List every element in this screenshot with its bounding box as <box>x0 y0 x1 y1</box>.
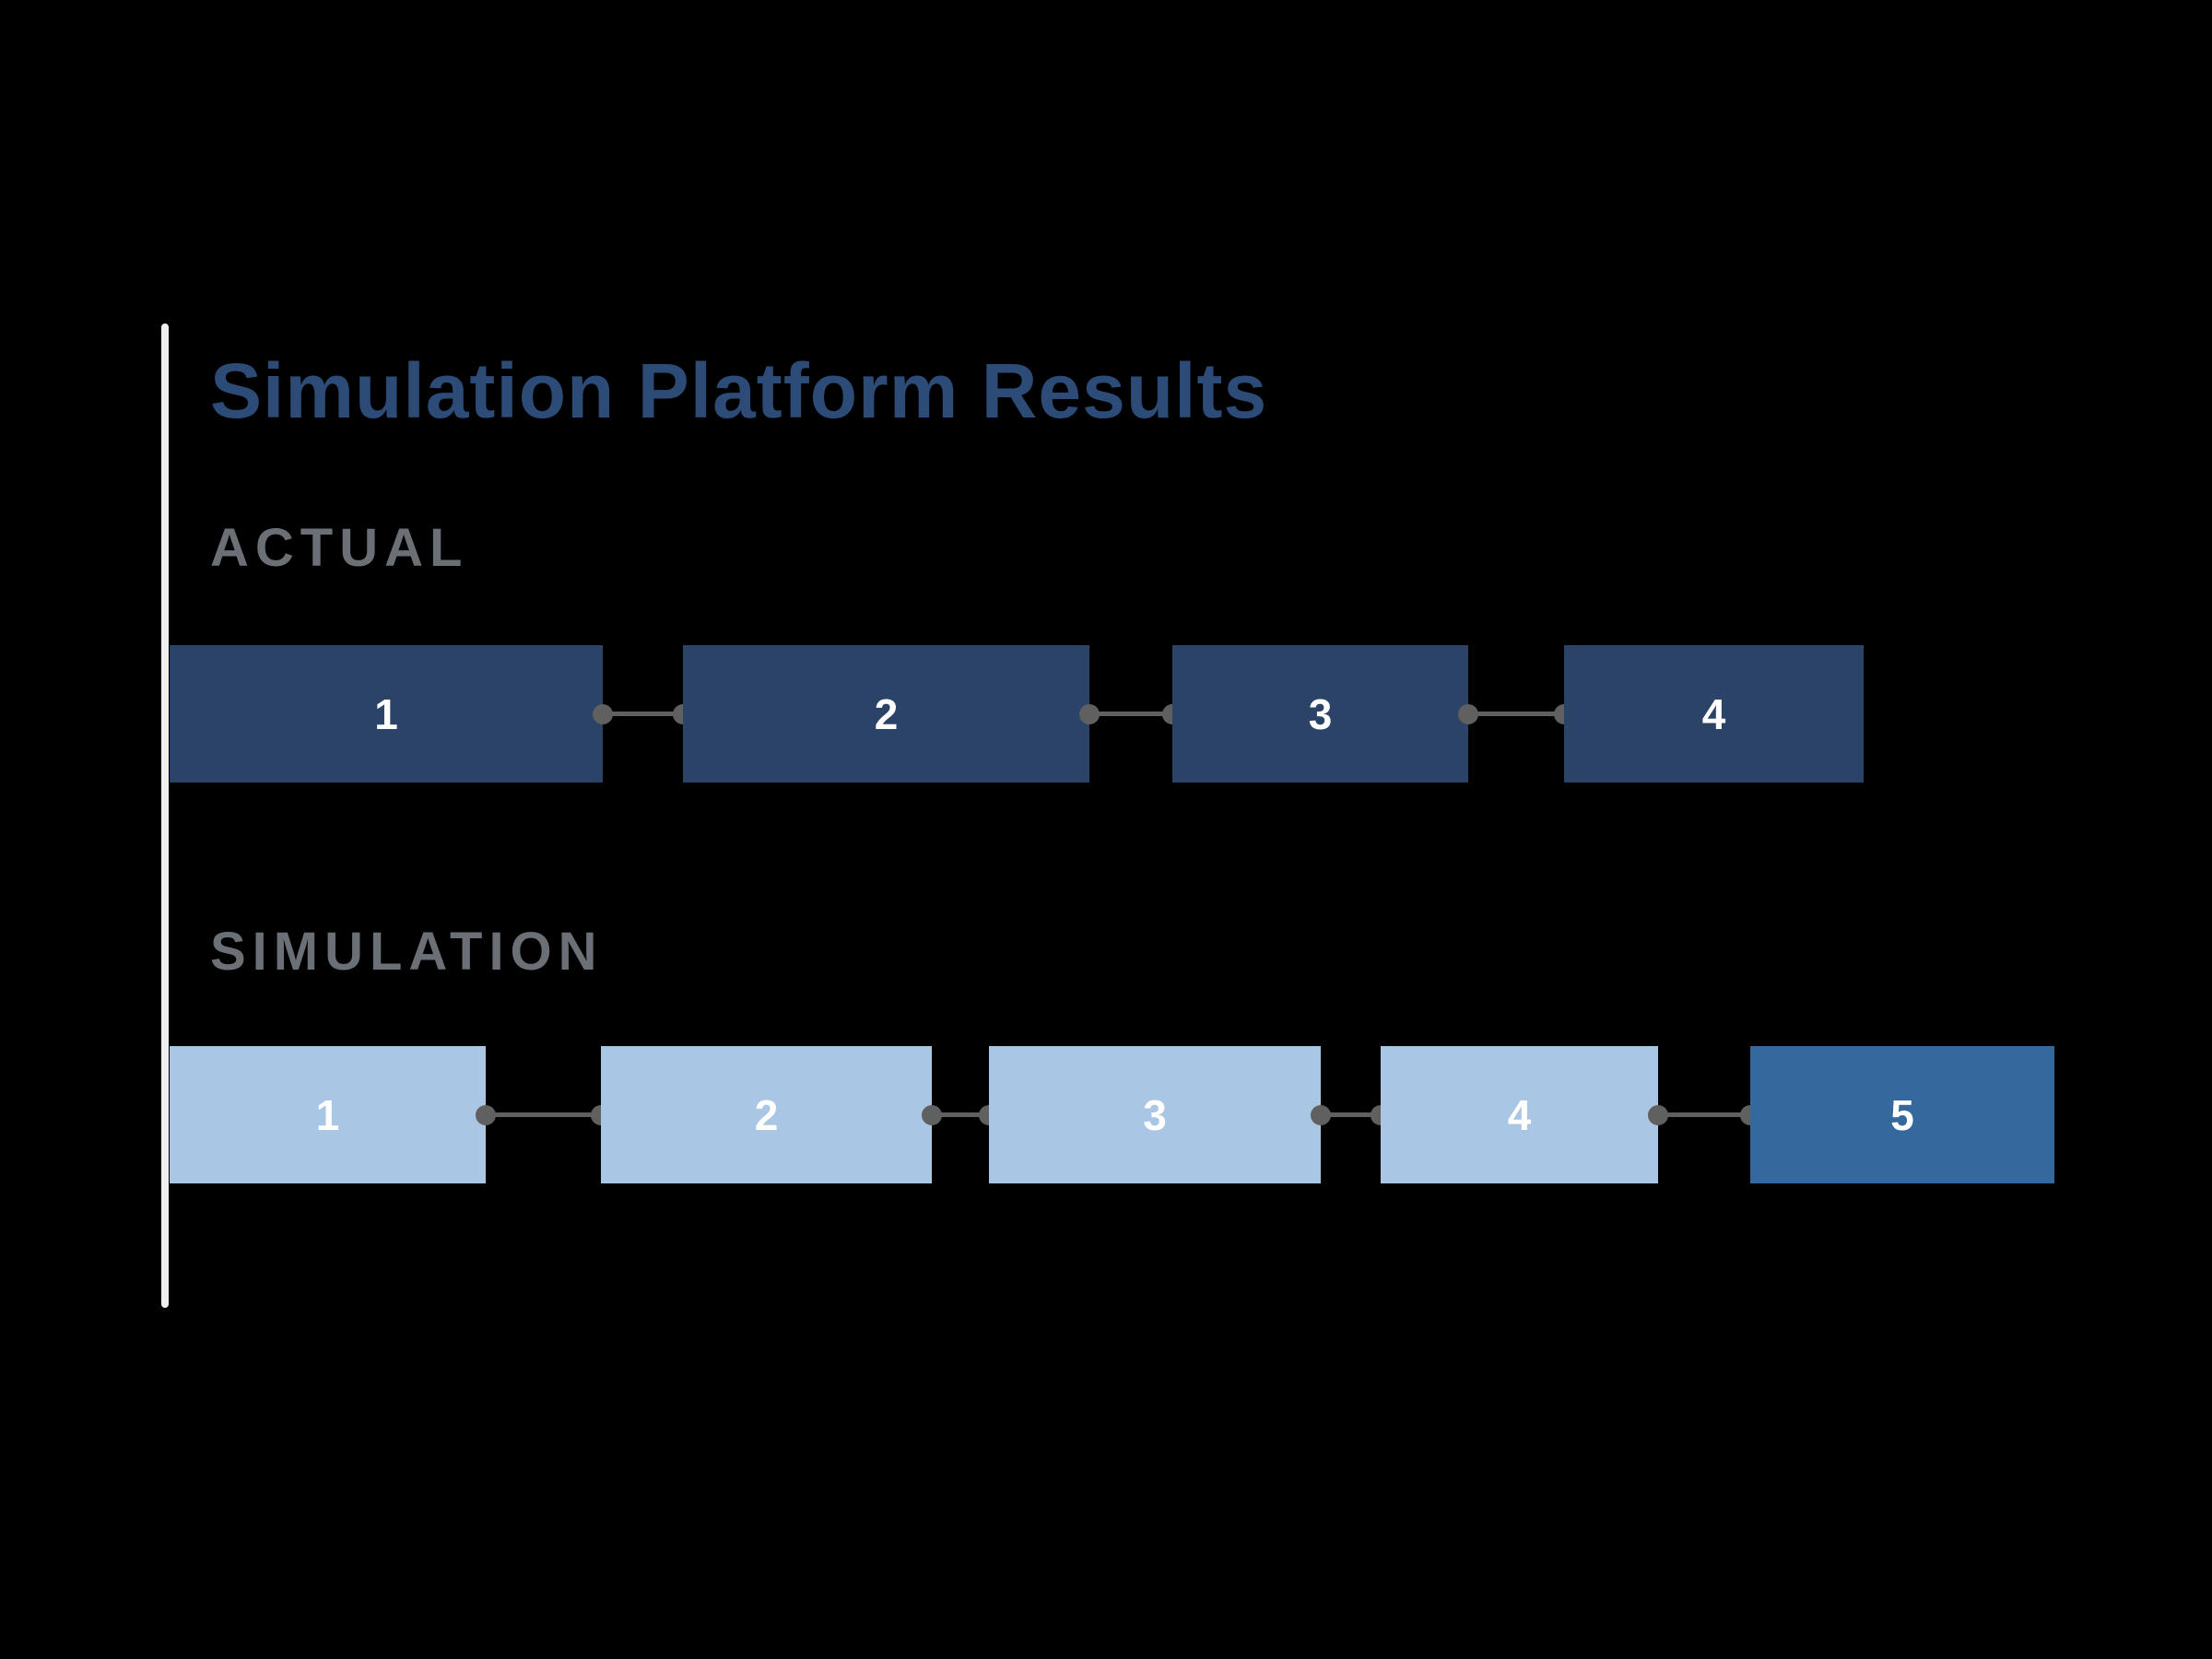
block-simulation-1: 1 <box>170 1046 486 1183</box>
block-simulation-4: 4 <box>1381 1046 1658 1183</box>
block-actual-4: 4 <box>1564 645 1864 782</box>
connector-line <box>603 712 683 716</box>
connector-line <box>1321 1112 1381 1117</box>
block-actual-1: 1 <box>170 645 603 782</box>
connector-line <box>1658 1112 1750 1117</box>
block-number: 1 <box>374 689 398 738</box>
block-simulation-5: 5 <box>1750 1046 2054 1183</box>
block-number: 4 <box>1507 1090 1532 1139</box>
block-number: 5 <box>1890 1090 1914 1139</box>
connector-dot <box>1648 1104 1668 1125</box>
vertical-axis-line <box>161 324 169 1308</box>
block-simulation-2: 2 <box>601 1046 932 1183</box>
connector-line <box>1089 712 1172 716</box>
connector-dot <box>476 1104 496 1125</box>
connector-dot <box>1458 703 1478 724</box>
connector-dot <box>922 1104 942 1125</box>
block-number: 4 <box>1701 689 1726 738</box>
connector-line <box>932 1112 989 1117</box>
block-actual-3: 3 <box>1172 645 1468 782</box>
row-label-actual: ACTUAL <box>210 518 469 578</box>
row-label-simulation: SIMULATION <box>210 922 604 982</box>
block-number: 2 <box>754 1090 779 1139</box>
connector-dot <box>1311 1104 1331 1125</box>
connector-line <box>1468 712 1564 716</box>
block-actual-2: 2 <box>683 645 1089 782</box>
connector-dot <box>593 703 613 724</box>
block-number: 3 <box>1308 689 1333 738</box>
connector-line <box>486 1112 601 1117</box>
block-number: 2 <box>874 689 899 738</box>
connector-dot <box>1079 703 1100 724</box>
page-title: Simulation Platform Results <box>210 347 1268 434</box>
block-simulation-3: 3 <box>989 1046 1321 1183</box>
block-number: 1 <box>315 1090 340 1139</box>
block-number: 3 <box>1143 1090 1167 1139</box>
